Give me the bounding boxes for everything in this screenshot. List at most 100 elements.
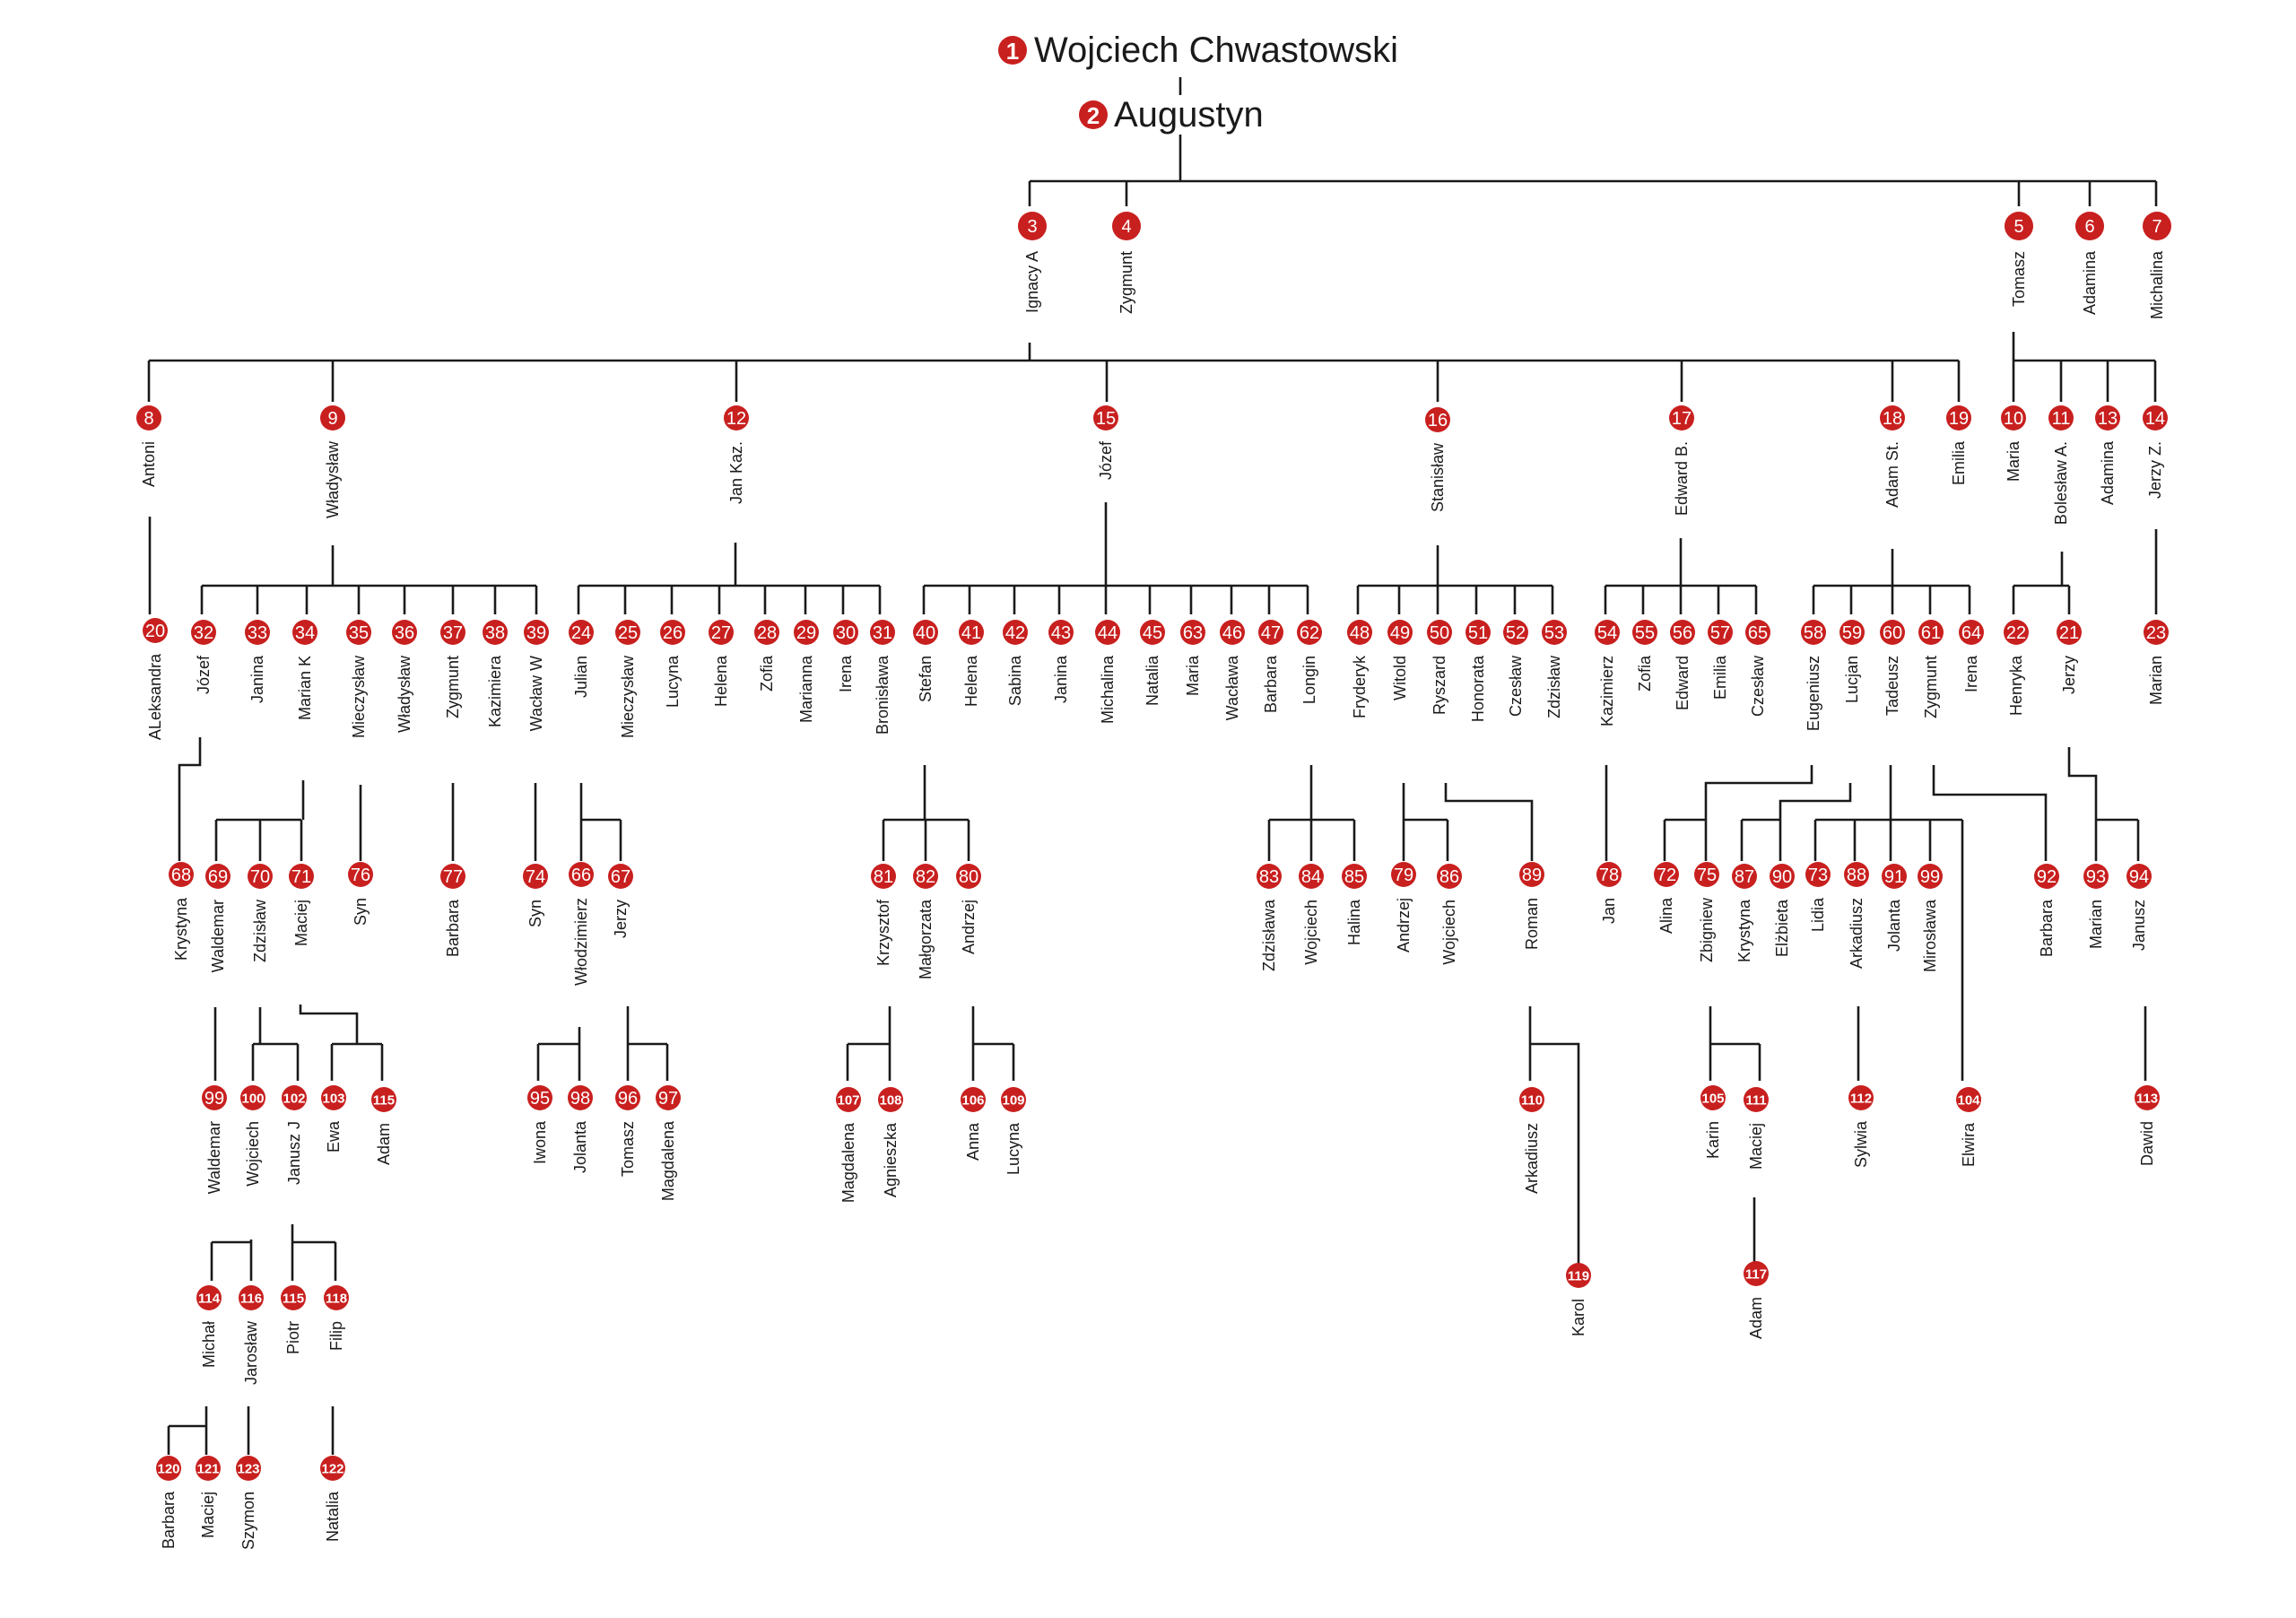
person-number: 83 xyxy=(1259,867,1279,887)
person-name: Jerzy xyxy=(612,900,630,938)
person-badge xyxy=(1595,620,1620,645)
person-name: Adam xyxy=(1747,1297,1765,1339)
person-name: Maciej xyxy=(199,1492,217,1538)
person-name: Adam St. xyxy=(1883,441,1901,508)
person-number: 47 xyxy=(1261,623,1281,643)
person-number: 9 xyxy=(327,409,337,429)
root-name: Wojciech Chwastowski xyxy=(1034,30,1398,70)
connector xyxy=(2012,332,2157,402)
person-number: 117 xyxy=(1745,1267,1767,1283)
person-badge xyxy=(196,1285,222,1310)
person-number: 54 xyxy=(1597,623,1617,643)
person-badge xyxy=(833,620,858,645)
person-badge xyxy=(1596,862,1622,887)
person-badge xyxy=(1387,620,1413,645)
person-badge xyxy=(1427,620,1452,645)
person-name: Arkadiusz xyxy=(1848,898,1866,969)
connector xyxy=(291,1224,337,1281)
person-badge xyxy=(1566,1263,1591,1288)
person-number: 70 xyxy=(250,867,270,887)
person-name: Czesław xyxy=(1749,655,1767,717)
person-number: 97 xyxy=(658,1089,678,1109)
person-number: 16 xyxy=(1428,411,1448,431)
person-name: Bronisława xyxy=(874,655,891,735)
connector xyxy=(1528,1006,1580,1274)
connector xyxy=(178,737,202,861)
person-badge xyxy=(1700,1085,1726,1110)
person-name: Mirosława xyxy=(1921,899,1939,972)
person-badge xyxy=(281,1285,306,1310)
person-badge xyxy=(1180,620,1205,645)
person-badge xyxy=(568,1085,593,1110)
person-name: Bolesław A. xyxy=(2052,441,2070,525)
person-badge xyxy=(392,620,417,645)
person-number: 33 xyxy=(248,623,267,643)
person-number: 89 xyxy=(1522,866,1542,885)
person-number: 123 xyxy=(237,1462,259,1477)
person-name: Józef xyxy=(195,655,213,694)
person-number: 51 xyxy=(1468,623,1488,643)
person-name: Anna xyxy=(964,1122,982,1161)
person-badge xyxy=(1140,620,1165,645)
person-badge xyxy=(959,620,984,645)
person-badge xyxy=(1632,620,1657,645)
person-badge xyxy=(324,1285,349,1310)
person-badge xyxy=(2143,212,2171,240)
person-number: 103 xyxy=(322,1092,344,1107)
person-number: 84 xyxy=(1301,867,1321,887)
person-name: Tomasz xyxy=(619,1121,637,1177)
person-badge xyxy=(836,1087,861,1112)
person-name: Lidia xyxy=(1809,897,1827,932)
person-name: Lucyna xyxy=(664,655,682,708)
person-name: Magdalena xyxy=(839,1122,857,1203)
person-number: 15 xyxy=(1096,409,1116,429)
person-name: Maciej xyxy=(1747,1123,1765,1170)
person-number: 53 xyxy=(1544,623,1564,643)
connector xyxy=(1740,783,1852,861)
person-number: 109 xyxy=(1002,1093,1024,1109)
connector xyxy=(1604,538,1758,614)
person-number: 73 xyxy=(1808,866,1828,885)
person-number: 58 xyxy=(1804,623,1823,643)
person-name: Barbara xyxy=(1262,655,1280,713)
person-name: Wacława xyxy=(1223,655,1241,720)
person-badge xyxy=(371,1087,396,1112)
person-name: Agnieszka xyxy=(882,1122,900,1197)
person-badge xyxy=(1093,405,1118,431)
person-badge xyxy=(2095,405,2120,431)
person-name: Sylwia xyxy=(1852,1120,1870,1168)
person-number: 120 xyxy=(157,1462,179,1477)
person-name: Helena xyxy=(712,655,730,707)
person-number: 11 xyxy=(2052,409,2071,429)
person-name: Jan Kaz. xyxy=(727,441,745,504)
person-badge xyxy=(871,864,896,889)
person-name: Krzysztof xyxy=(874,899,892,966)
person-badge xyxy=(2126,864,2152,889)
connector-lines xyxy=(147,77,2158,1455)
